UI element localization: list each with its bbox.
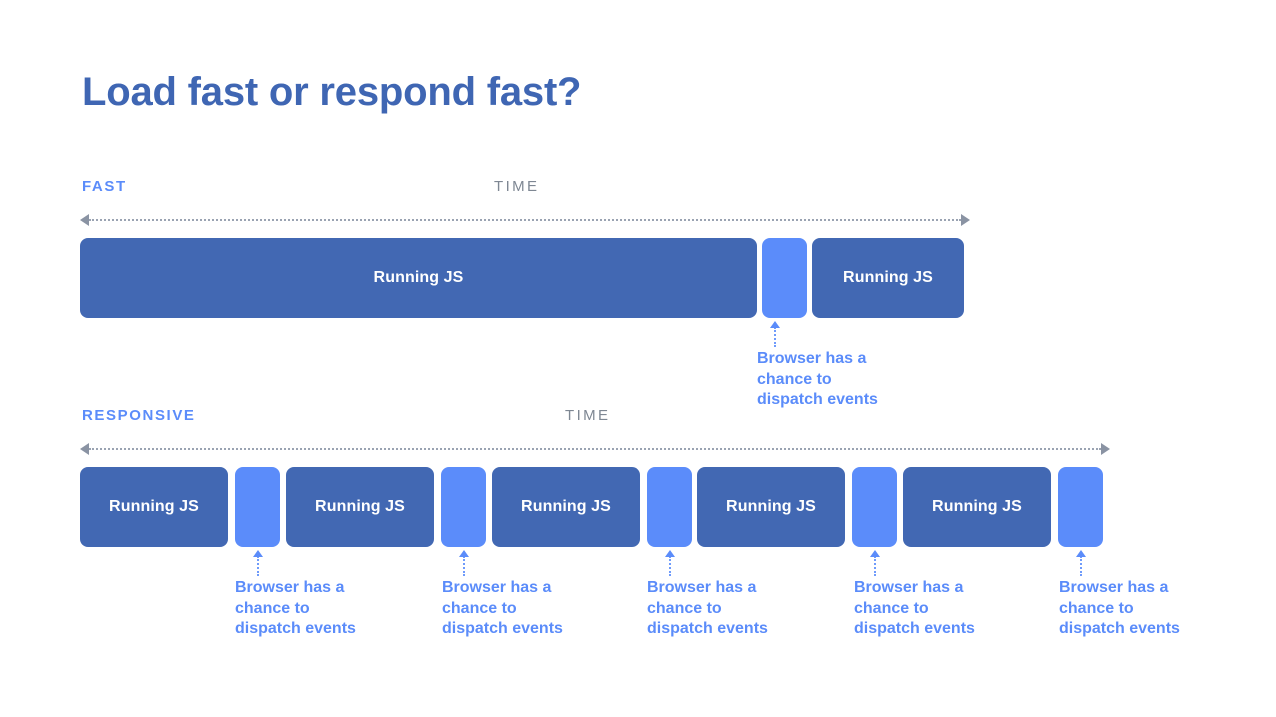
callout-text-line: chance to (442, 599, 517, 617)
running-js-label: Running JS (109, 498, 199, 515)
running-js-block: Running JS (697, 467, 845, 547)
callout-text-line: Browser has a (854, 579, 964, 596)
timeline-label-row: RESPONSIVE TIME (0, 407, 1276, 431)
running-js-block: Running JS (903, 467, 1051, 547)
callout-stem-line (257, 556, 259, 576)
callout-text: Browser has a chance to dispatch events (647, 578, 827, 640)
callout-text-line: dispatch events (647, 620, 768, 637)
running-js-block: Running JS (80, 238, 757, 318)
callout-stem-line (1080, 556, 1082, 576)
callout-text-line: chance to (647, 599, 722, 617)
timeline-label-responsive: RESPONSIVE (82, 407, 196, 424)
axis-dotted-line (89, 448, 1101, 450)
callout-text-line: dispatch events (442, 620, 563, 637)
timeline-label-row: FAST TIME (0, 178, 1276, 202)
callout-text-line: chance to (1059, 599, 1134, 617)
running-js-block: Running JS (492, 467, 640, 547)
callout-text-line: Browser has a (757, 350, 867, 367)
running-js-block: Running JS (80, 467, 228, 547)
arrow-right-icon (1101, 443, 1110, 455)
callout-text: Browser has a chance to dispatch events (757, 349, 937, 411)
callout-arrowhead (870, 550, 880, 557)
callout-text-line: dispatch events (854, 620, 975, 637)
event-gap-block (852, 467, 897, 547)
running-js-label: Running JS (726, 498, 816, 515)
time-axis-label-fast: TIME (494, 178, 540, 195)
event-gap-block (647, 467, 692, 547)
callout-text-line: dispatch events (1059, 620, 1180, 637)
callout-stem-line (463, 556, 465, 576)
callout-text: Browser has a chance to dispatch events (854, 578, 1034, 640)
arrow-left-icon (80, 214, 89, 226)
event-gap-block (1058, 467, 1103, 547)
callout-text-line: Browser has a (1059, 579, 1169, 596)
time-axis-responsive (80, 443, 1110, 455)
callout-stem-line (774, 327, 776, 347)
running-js-label: Running JS (373, 269, 464, 286)
callout-arrowhead (665, 550, 675, 557)
callout-text-line: chance to (757, 370, 832, 388)
callout-arrowhead (253, 550, 263, 557)
axis-dotted-line (89, 219, 961, 221)
running-js-block: Running JS (286, 467, 434, 547)
callout-text-line: dispatch events (757, 391, 878, 408)
callout-text-line: Browser has a (235, 579, 345, 596)
running-js-label: Running JS (521, 498, 611, 515)
time-axis-label-responsive: TIME (565, 407, 611, 424)
callout-arrowhead (770, 321, 780, 328)
callout-text-line: chance to (854, 599, 929, 617)
running-js-label: Running JS (315, 498, 405, 515)
arrow-left-icon (80, 443, 89, 455)
running-js-label: Running JS (843, 269, 933, 286)
callout-arrowhead (1076, 550, 1086, 557)
callout-stem-line (669, 556, 671, 576)
callout-text-line: dispatch events (235, 620, 356, 637)
running-js-block: Running JS (812, 238, 964, 318)
callout-text: Browser has a chance to dispatch events (1059, 578, 1239, 640)
event-gap-block (762, 238, 807, 318)
callout-stem-line (874, 556, 876, 576)
callout-text-line: chance to (235, 599, 310, 617)
callout-text-line: Browser has a (442, 579, 552, 596)
running-js-label: Running JS (932, 498, 1022, 515)
callout-text: Browser has a chance to dispatch events (442, 578, 622, 640)
event-gap-block (441, 467, 486, 547)
page-title: Load fast or respond fast? (82, 70, 582, 114)
callout-text-line: Browser has a (647, 579, 757, 596)
callout-arrowhead (459, 550, 469, 557)
callout-text: Browser has a chance to dispatch events (235, 578, 415, 640)
time-axis-fast (80, 214, 970, 226)
event-gap-block (235, 467, 280, 547)
arrow-right-icon (961, 214, 970, 226)
timeline-label-fast: FAST (82, 178, 127, 195)
